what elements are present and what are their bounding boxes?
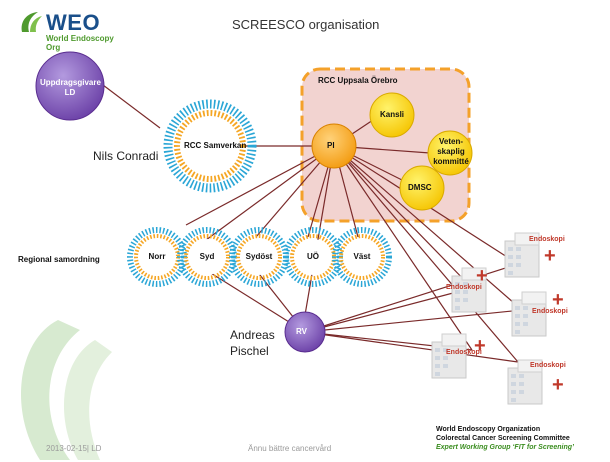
- person-andreas-2: Pischel: [230, 344, 269, 358]
- kansli-label: Kansli: [380, 110, 405, 119]
- person-andreas-1: Andreas: [230, 328, 275, 342]
- logo-text: WEO: [46, 10, 101, 35]
- plus-icons: + + + + +: [474, 245, 564, 396]
- svg-text:+: +: [552, 374, 564, 396]
- weo-wordmark: World Endoscopy Organization Colorectal …: [436, 425, 610, 452]
- footer-org-2: Colorectal Cancer Screening Committee: [436, 435, 570, 442]
- uppdragsgivare-node: [35, 51, 105, 121]
- endoskopi-label-2: Endoskopi: [446, 284, 482, 291]
- svg-text:+: +: [552, 289, 564, 311]
- dmsc-label: DMSC: [408, 183, 432, 192]
- region-syd: Syd: [199, 252, 215, 261]
- footer-tagline: Ännu bättre cancervård: [248, 444, 332, 453]
- endoskopi-label-5: Endoskopi: [530, 362, 566, 369]
- endoskopi-label-1: Endoskopi: [529, 236, 565, 243]
- vetenskaplig-line-3: kommitté: [433, 157, 469, 166]
- region-sydost: Sydöst: [245, 252, 273, 261]
- pi-label: PI: [327, 141, 335, 150]
- logo-subtitle: World Endoscopy: [46, 34, 114, 43]
- logo-subtitle-2: Org: [46, 43, 61, 52]
- pi-node: [311, 123, 357, 169]
- rcc-samverkan-label: RCC Samverkan: [184, 141, 247, 150]
- slide-title: SCREESCO organisation: [232, 17, 380, 32]
- person-nils: Nils Conradi: [93, 149, 159, 163]
- kansli-node: [369, 92, 415, 138]
- regional-label: Regional samordning: [18, 255, 100, 264]
- svg-text:+: +: [476, 265, 488, 287]
- vetenskaplig-line-2: skaplig: [437, 147, 465, 156]
- endoskopi-label-3: Endoskopi: [532, 308, 568, 315]
- weo-logo-icon: [21, 12, 42, 32]
- regional-nodes: [127, 227, 392, 287]
- rv-label: RV: [296, 327, 307, 336]
- rv-node: [284, 311, 326, 353]
- svg-text:+: +: [544, 245, 556, 267]
- vetenskaplig-label: Veten- skaplig kommitté: [428, 137, 474, 167]
- endoskopi-buildings: [431, 232, 547, 405]
- svg-text:+: +: [474, 335, 486, 357]
- footer-org-3: Expert Working Group ‘FIT for Screening’: [436, 444, 574, 451]
- endoskopi-label-4: Endoskopi: [446, 349, 482, 356]
- vetenskaplig-node: [427, 130, 473, 176]
- rcc-box-label: RCC Uppsala Örebro: [318, 76, 398, 85]
- region-uo: UÖ: [307, 252, 319, 261]
- rcc-samverkan-node: [163, 99, 257, 193]
- uppdragsgivare-label: Uppdragsgivare LD: [40, 78, 101, 97]
- footer-date: 2013-02-15| LD: [46, 444, 102, 453]
- watermark-arc-icon: [20, 320, 112, 460]
- dmsc-node: [399, 165, 445, 211]
- footer-org-1: World Endoscopy Organization: [436, 426, 541, 433]
- region-norr: Norr: [148, 252, 166, 261]
- region-vast: Väst: [353, 252, 371, 261]
- vetenskaplig-line-1: Veten-: [438, 137, 463, 146]
